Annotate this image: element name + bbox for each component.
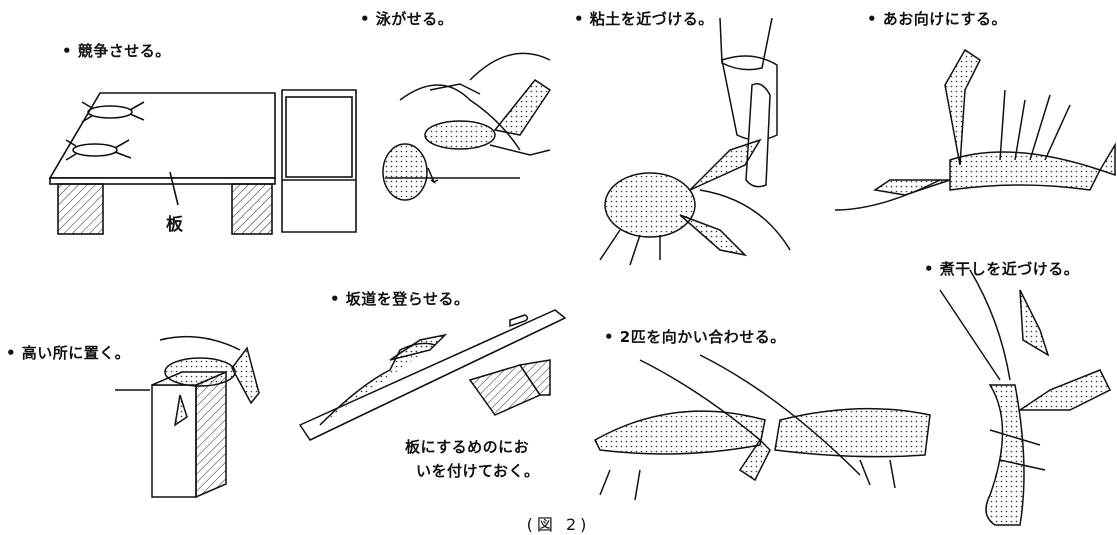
slope-scene: [300, 310, 565, 440]
compete-scene: [50, 90, 356, 234]
swim-scene: [383, 53, 550, 200]
niboshi-scene: [940, 270, 1110, 525]
clay-scene: [600, 18, 790, 265]
flip-scene: [835, 50, 1115, 210]
high-place-scene: [115, 337, 259, 497]
face-two-scene: [595, 355, 930, 500]
